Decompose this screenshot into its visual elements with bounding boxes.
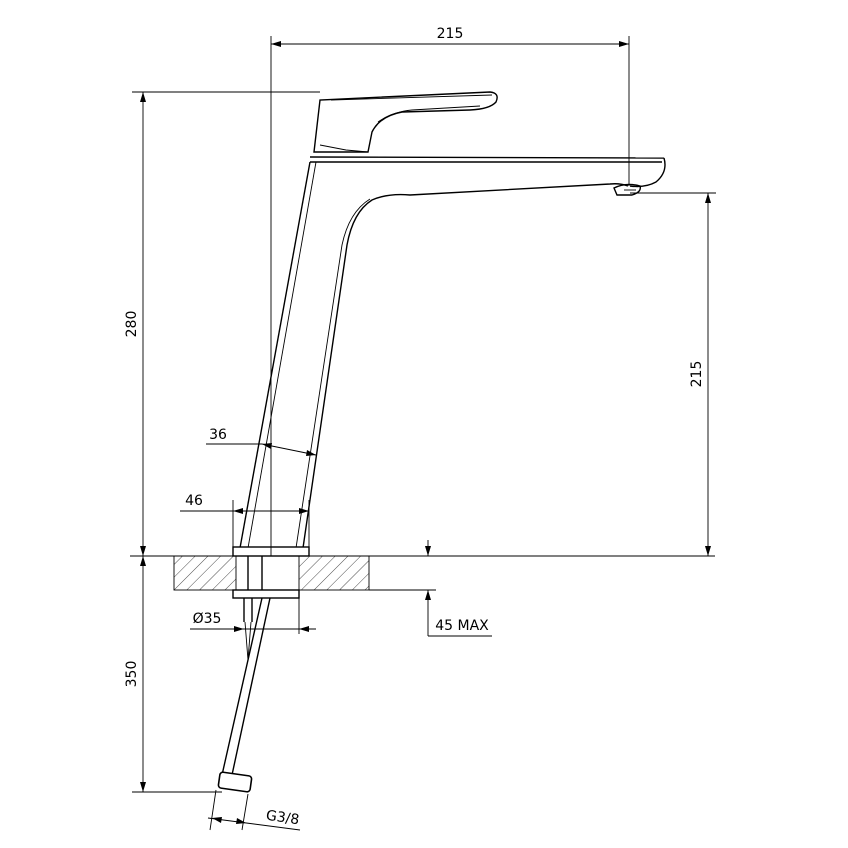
dim-total-height: 280 [124, 91, 320, 556]
dim-spout-height: 215 [630, 192, 716, 556]
dim-hole-diameter: Ø35 [190, 598, 316, 634]
lever-handle [313, 91, 498, 153]
mounting-shank [232, 556, 300, 661]
dim-spout-reach: 215 [271, 26, 630, 186]
total-height-label: 280 [124, 311, 140, 338]
dim-flange-width: 46 [180, 493, 310, 547]
faucet-body [239, 156, 666, 549]
countertop-section [173, 555, 370, 591]
dim-deck-thickness: 45 MAX [369, 540, 492, 637]
dim-body-width: 36 [206, 427, 317, 456]
deck-thickness-label: 45 MAX [435, 618, 489, 634]
spout-reach-label: 215 [437, 26, 464, 42]
dim-connection-thread: G3/8 [207, 789, 300, 831]
hole-diameter-label: Ø35 [193, 611, 222, 627]
flexible-hose [217, 597, 271, 793]
dim-hose-length: 350 [124, 556, 222, 793]
spout-height-label: 215 [689, 361, 705, 388]
flange-width-label: 46 [185, 493, 203, 509]
body-width-label: 36 [209, 427, 227, 443]
hose-length-label: 350 [124, 661, 140, 688]
connection-thread-label: G3/8 [265, 808, 300, 828]
